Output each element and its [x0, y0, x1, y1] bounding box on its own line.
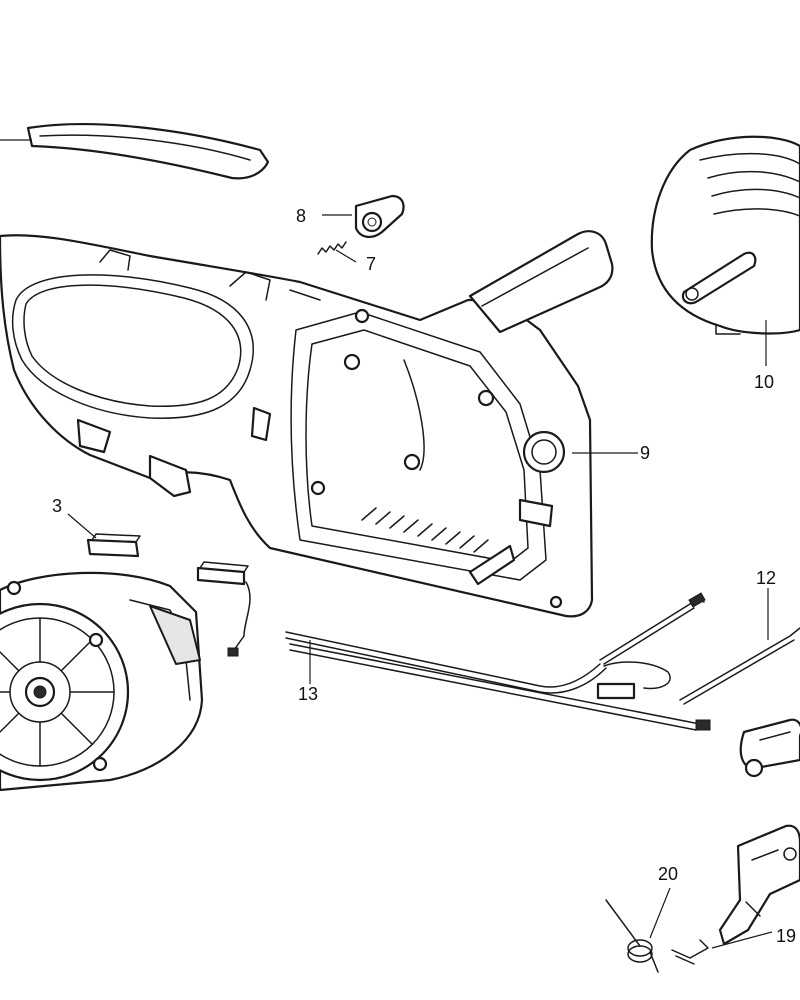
- callout-8: 8: [296, 206, 306, 226]
- callout-9: 9: [640, 443, 650, 463]
- callout-20: 20: [658, 864, 678, 884]
- handle-cover: [0, 123, 270, 180]
- wiring-part-13: [285, 631, 711, 731]
- cable-part-12: [599, 588, 800, 705]
- motor: [0, 571, 204, 792]
- callout-3: 3: [52, 496, 62, 516]
- housing-vents: [361, 507, 489, 553]
- torsion-spring-part-20: [605, 887, 671, 973]
- callout-12: 12: [756, 568, 776, 588]
- lock-button-part-8: [322, 194, 405, 238]
- switch: [739, 718, 800, 778]
- spring-part-7: [317, 241, 357, 263]
- carbon-brushes-part-3: [67, 513, 251, 657]
- housing-half-part-9: [0, 230, 638, 618]
- callout-7: 7: [366, 254, 376, 274]
- callout-10: 10: [754, 372, 774, 392]
- callout-19: 19: [776, 926, 796, 946]
- spring-clip-part-19: [671, 931, 773, 965]
- motor-cover-part-10: [650, 135, 800, 366]
- callout-13: 13: [298, 684, 318, 704]
